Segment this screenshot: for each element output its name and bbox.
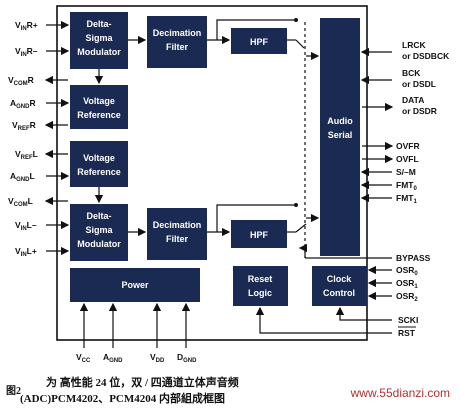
svg-text:Power: Power <box>121 280 149 290</box>
vinl-plus-label: VINL+ <box>15 246 37 258</box>
audio-serial-port: Audio Serial <box>320 18 360 256</box>
vinr-minus-label: VINR– <box>15 46 38 58</box>
voltage-reference-right: Voltage Reference <box>70 85 128 129</box>
svg-text:Control: Control <box>323 288 355 298</box>
figure-label: 图2 <box>6 386 21 397</box>
caption-line-1: 为 高性能 24 位，双 / 四通道立体声音频 <box>46 377 239 389</box>
vcoml-label: VCOML <box>8 196 33 208</box>
voltage-reference-left: Voltage Reference <box>70 141 128 187</box>
data-label: DATA <box>402 95 424 105</box>
svg-text:Modulator: Modulator <box>77 47 121 57</box>
svg-text:Decimation: Decimation <box>153 220 202 230</box>
svg-text:Voltage: Voltage <box>83 153 115 163</box>
reset-logic-block: Reset Logic <box>233 266 288 306</box>
ovfl-label: OVFL <box>396 154 419 164</box>
svg-text:Sigma: Sigma <box>85 225 113 235</box>
fmt1-label: FMT1 <box>396 193 417 205</box>
vinl-minus-label: VINL– <box>15 220 37 232</box>
svg-text:Modulator: Modulator <box>77 239 121 249</box>
osr1-label: OSR1 <box>396 278 418 290</box>
vcc-label: VCC <box>76 352 91 364</box>
rst-label: RST <box>398 328 416 338</box>
decimation-filter-left: Decimation Filter <box>147 208 207 260</box>
scki-label: SCKI <box>398 315 418 325</box>
svg-text:Logic: Logic <box>248 288 272 298</box>
bypass-label: BYPASS <box>396 253 431 263</box>
svg-text:Sigma: Sigma <box>85 33 113 43</box>
ovfr-label: OVFR <box>396 141 420 151</box>
vcomr-label: VCOMR <box>8 75 34 87</box>
fmt0-label: FMT0 <box>396 180 417 192</box>
internal-wires <box>94 18 320 237</box>
delta-sigma-modulator-left: Delta- Sigma Modulator <box>70 204 128 261</box>
svg-text:Delta-: Delta- <box>86 19 111 29</box>
power-block: Power <box>70 268 200 302</box>
hpf-left: HPF <box>231 220 287 248</box>
lrck-label: LRCK <box>402 40 426 50</box>
bck-label: BCK <box>402 68 421 78</box>
vdd-label: VDD <box>150 352 165 364</box>
agndr-label: AGNDR <box>10 98 36 110</box>
agndl-label: AGNDL <box>10 171 35 183</box>
sm-label: S/–M <box>396 167 416 177</box>
svg-text:Clock: Clock <box>327 274 353 284</box>
decimation-filter-right: Decimation Filter <box>147 16 207 68</box>
svg-text:Voltage: Voltage <box>83 96 115 106</box>
svg-text:Reference: Reference <box>77 167 121 177</box>
svg-text:Reference: Reference <box>77 110 121 120</box>
bottom-pin-arrows <box>79 302 191 348</box>
svg-text:Filter: Filter <box>166 42 189 52</box>
osr0-label: OSR0 <box>396 265 418 277</box>
vinr-plus-label: VINR+ <box>15 20 38 32</box>
watermark: www.55dianzi.com <box>350 386 450 400</box>
lrck-alt-label: or DSDBCK <box>402 51 450 61</box>
left-pin-arrows <box>44 20 70 256</box>
osr2-label: OSR2 <box>396 291 418 303</box>
hpf-right: HPF <box>231 28 287 54</box>
svg-text:Delta-: Delta- <box>86 211 111 221</box>
vrefr-label: VREFR <box>12 120 36 132</box>
vrefl-label: VREFL <box>15 149 38 161</box>
svg-text:Reset: Reset <box>248 274 273 284</box>
dgnd-label: DGND <box>177 352 197 364</box>
svg-text:HPF: HPF <box>250 230 269 240</box>
right-pin-arrows <box>255 47 394 334</box>
svg-text:Serial: Serial <box>328 130 353 140</box>
agnd-label: AGND <box>103 352 123 364</box>
svg-text:HPF: HPF <box>250 37 269 47</box>
svg-text:Audio: Audio <box>327 116 353 126</box>
data-alt-label: or DSDR <box>402 106 437 116</box>
delta-sigma-modulator-right: Delta- Sigma Modulator <box>70 12 128 69</box>
bck-alt-label: or DSDL <box>402 79 436 89</box>
svg-text:Decimation: Decimation <box>153 28 202 38</box>
clock-control-block: Clock Control <box>312 266 367 306</box>
svg-text:Filter: Filter <box>166 234 189 244</box>
caption-line-2: (ADC)PCM4202、PCM4204 内部組成框图 <box>20 393 225 405</box>
